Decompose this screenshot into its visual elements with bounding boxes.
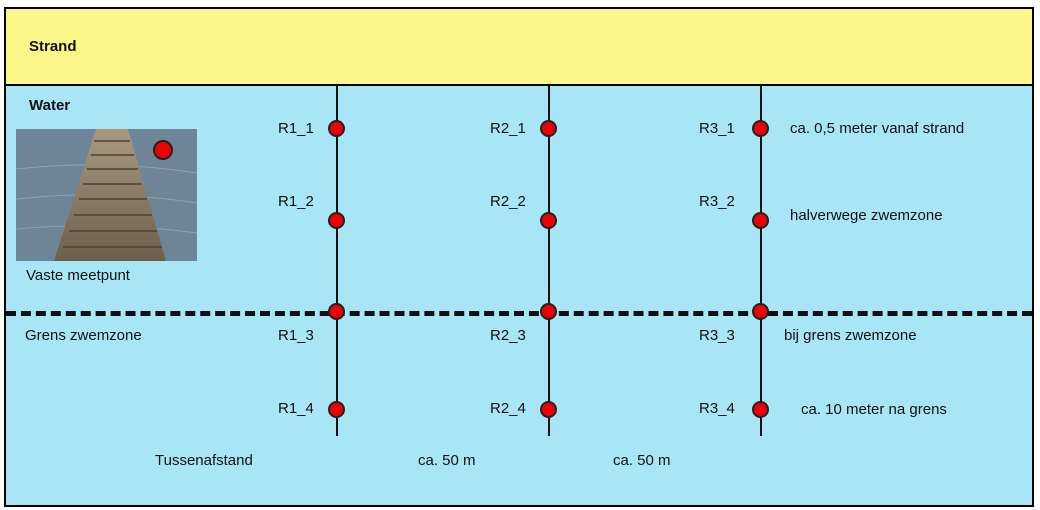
measure-point-r2-4	[540, 401, 557, 418]
measure-point-r2-2	[540, 212, 557, 229]
point-label-r2-1: R2_1	[490, 120, 526, 137]
point-label-r1-3: R1_3	[278, 327, 314, 344]
point-label-r2-2: R2_2	[490, 193, 526, 210]
spacing-distance-1: ca. 50 m	[418, 452, 476, 469]
beach-label: Strand	[29, 38, 77, 55]
row-3-line	[760, 86, 762, 436]
description-1: ca. 0,5 meter vanaf strand	[790, 120, 965, 137]
point-label-r2-4: R2_4	[490, 400, 526, 417]
row-2-line	[548, 86, 550, 436]
description-3: bij grens zwemzone	[784, 327, 917, 344]
jetty-illustration	[16, 129, 197, 261]
point-label-r1-1: R1_1	[278, 120, 314, 137]
measure-point-r1-2	[328, 212, 345, 229]
point-label-r3-2: R3_2	[699, 193, 735, 210]
measure-point-r1-1	[328, 120, 345, 137]
water-label: Water	[29, 97, 71, 114]
jetty-photo	[16, 129, 197, 261]
point-label-r3-4: R3_4	[699, 400, 735, 417]
diagram-frame: Strand Water	[4, 7, 1034, 507]
point-label-r1-4: R1_4	[278, 400, 314, 417]
swim-zone-boundary-line	[6, 311, 1032, 316]
point-label-r3-3: R3_3	[699, 327, 735, 344]
point-label-r1-2: R1_2	[278, 193, 314, 210]
spacing-distance-2: ca. 50 m	[613, 452, 671, 469]
row-1-line	[336, 86, 338, 436]
measure-point-r1-3	[328, 303, 345, 320]
measure-point-r2-1	[540, 120, 557, 137]
description-2: halverwege zwemzone	[790, 207, 943, 224]
fixed-point-label: Vaste meetpunt	[26, 267, 130, 284]
measure-point-r2-3	[540, 303, 557, 320]
description-4: ca. 10 meter na grens	[801, 401, 947, 418]
point-label-r2-3: R2_3	[490, 327, 526, 344]
point-label-r3-1: R3_1	[699, 120, 735, 137]
beach-zone: Strand	[6, 9, 1032, 86]
spacing-label: Tussenafstand	[155, 452, 253, 469]
measure-point-r3-4	[752, 401, 769, 418]
measure-point-r3-3	[752, 303, 769, 320]
measure-point-r1-4	[328, 401, 345, 418]
measure-point-r3-1	[752, 120, 769, 137]
boundary-label: Grens zwemzone	[25, 327, 142, 344]
measure-point-r3-2	[752, 212, 769, 229]
